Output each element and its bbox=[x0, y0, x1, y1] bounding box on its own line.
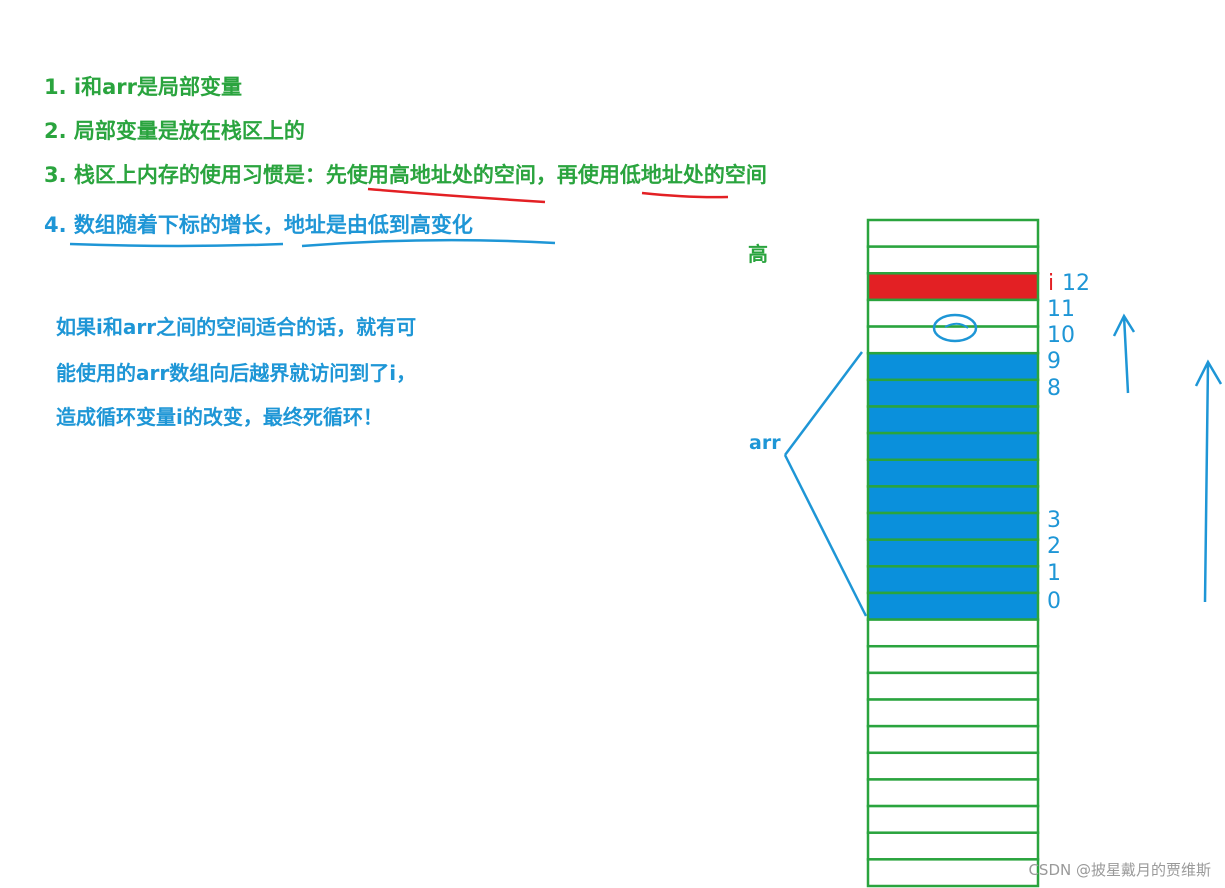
memory-cell bbox=[866, 218, 1040, 248]
index-label: 2 bbox=[1047, 534, 1061, 559]
memory-cell-arr-element bbox=[866, 511, 1040, 541]
memory-cell bbox=[866, 751, 1040, 781]
index-label: 3 bbox=[1047, 508, 1061, 533]
point-1: 1. i和arr是局部变量 bbox=[44, 77, 242, 98]
point-separator: ， bbox=[262, 213, 284, 237]
memory-cell-arr-element bbox=[866, 538, 1040, 568]
memory-cell bbox=[866, 698, 1040, 728]
memory-cell bbox=[866, 245, 1040, 275]
point-text: i和arr是局部变量 bbox=[73, 75, 242, 99]
underline-blue-2 bbox=[301, 238, 556, 248]
overflow-mark: i bbox=[1048, 271, 1054, 296]
watermark: CSDN @披星戴月的贾维斯 bbox=[1028, 861, 1211, 879]
memory-cell bbox=[866, 858, 1040, 888]
underline-red-2 bbox=[641, 191, 729, 199]
index-label: 0 bbox=[1047, 589, 1061, 614]
memory-cell-arr-element bbox=[866, 351, 1040, 382]
index-label: 10 bbox=[1047, 323, 1075, 348]
point-highlight-address-growth: 地址是由低到高变化 bbox=[283, 213, 473, 237]
memory-cell-overflow bbox=[866, 272, 1040, 302]
variable-i-circle bbox=[932, 313, 978, 343]
variable-i-mark bbox=[944, 322, 969, 329]
memory-cell bbox=[866, 778, 1040, 808]
memory-cell bbox=[866, 644, 1040, 675]
up-arrow-short-icon bbox=[1112, 313, 1136, 394]
arr-brace-top bbox=[783, 351, 864, 456]
index-label: 12 bbox=[1062, 271, 1090, 296]
point-highlight-index-growth: 数组随着下标的增长 bbox=[73, 213, 263, 237]
point-number: 2. bbox=[44, 119, 67, 143]
memory-cell bbox=[866, 618, 1040, 648]
point-text: 栈区上内存的使用习惯是： bbox=[73, 163, 326, 187]
point-2: 2. 局部变量是放在栈区上的 bbox=[44, 121, 305, 142]
arr-label: arr bbox=[749, 432, 781, 454]
index-label: 11 bbox=[1047, 297, 1075, 322]
memory-cell-arr-element bbox=[866, 431, 1040, 462]
index-label: 8 bbox=[1047, 376, 1061, 401]
point-text: 局部变量是放在栈区上的 bbox=[73, 119, 305, 143]
point-4: 4. 数组随着下标的增长，地址是由低到高变化 bbox=[44, 215, 473, 236]
memory-cell-arr-element bbox=[866, 565, 1040, 595]
point-number: 3. bbox=[44, 163, 67, 187]
point-highlight-high-first: 先使用高地址处的空间 bbox=[325, 163, 536, 187]
high-address-label: 高 bbox=[748, 242, 768, 266]
memory-cell bbox=[866, 804, 1040, 834]
memory-cell bbox=[866, 298, 1040, 328]
point-separator: ， bbox=[535, 163, 557, 187]
memory-cells bbox=[866, 218, 1040, 888]
point-number: 4. bbox=[44, 213, 67, 237]
memory-cell-arr-element bbox=[866, 378, 1040, 408]
underline-red-1 bbox=[367, 187, 546, 204]
point-highlight-low-later: 再使用低地址处的空间 bbox=[556, 163, 767, 187]
memory-cell bbox=[866, 724, 1040, 755]
memory-cell bbox=[866, 671, 1040, 701]
explanation-line-1: 如果i和arr之间的空间适合的话，就有可 bbox=[56, 315, 417, 339]
index-label: 1 bbox=[1047, 561, 1061, 586]
underline-blue-1 bbox=[69, 242, 284, 248]
memory-cell-arr-element bbox=[866, 591, 1040, 621]
explanation-line-3: 造成循环变量i的改变，最终死循环！ bbox=[56, 405, 383, 429]
memory-cell-arr-element bbox=[866, 485, 1040, 515]
memory-cell-arr-element bbox=[866, 405, 1040, 435]
arr-brace-bottom bbox=[783, 454, 868, 617]
up-arrow-long-icon bbox=[1194, 359, 1223, 603]
explanation-line-2: 能使用的arr数组向后越界就访问到了i， bbox=[56, 361, 417, 385]
memory-cell-arr-element bbox=[866, 458, 1040, 488]
point-number: 1. bbox=[44, 75, 67, 99]
memory-cell bbox=[866, 831, 1040, 861]
point-3: 3. 栈区上内存的使用习惯是：先使用高地址处的空间，再使用低地址处的空间 bbox=[44, 165, 767, 186]
index-label: 9 bbox=[1047, 349, 1061, 374]
